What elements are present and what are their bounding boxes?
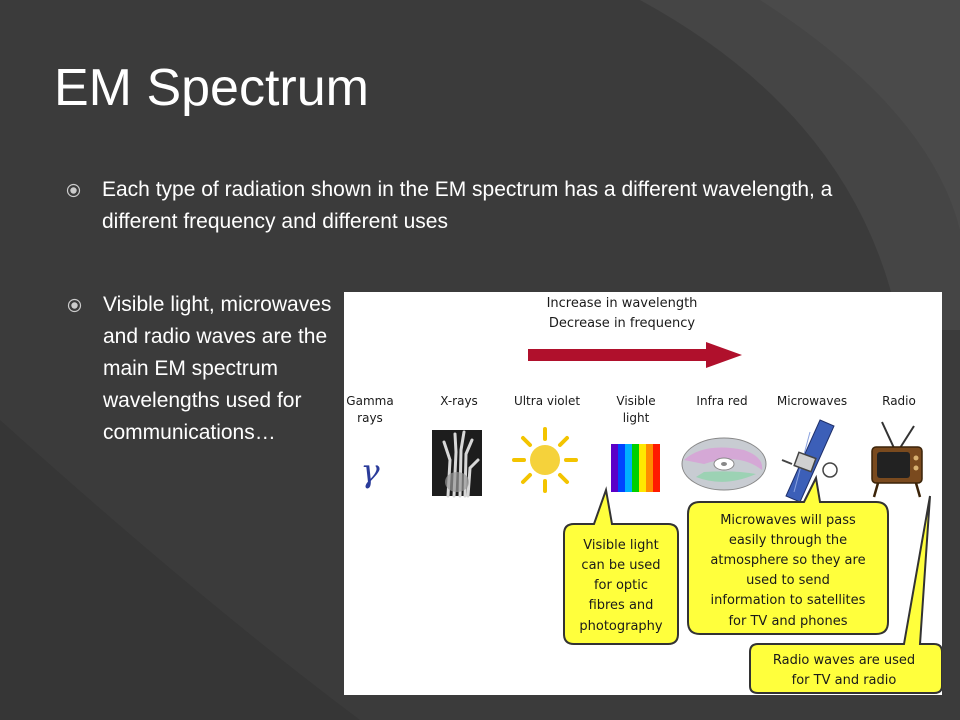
callout-text: atmosphere so they are [710, 553, 865, 568]
band-label-xray: X-rays [440, 394, 478, 408]
bullet-marker-icon [67, 298, 82, 313]
callout-text: easily through the [729, 533, 847, 548]
television-icon [871, 421, 923, 498]
bullet-item: Visible light, microwaves and radio wave… [67, 289, 333, 449]
callout-text: Visible light [583, 538, 658, 553]
bullet-marker-icon [66, 183, 81, 198]
callout-text: for optic [594, 578, 648, 593]
callout-text: for TV and radio [792, 673, 897, 688]
xray-hand-icon [432, 430, 482, 498]
bullet-text: Visible light, microwaves and radio wave… [103, 293, 332, 444]
bullet-item: Each type of radiation shown in the EM s… [66, 174, 842, 238]
wavelength-arrow-icon [528, 342, 742, 368]
callout-text: for TV and phones [728, 614, 847, 629]
figure-header-line: Decrease in frequency [549, 316, 696, 331]
slide-title: EM Spectrum [54, 59, 369, 117]
callout-text: fibres and [589, 598, 654, 613]
band-label-visible: Visible [616, 394, 655, 408]
callout-text: can be used [581, 558, 660, 573]
rainbow-spectrum-icon [611, 444, 660, 492]
callout-text: information to satellites [711, 593, 866, 608]
callout-microwaves: Microwaves will pass easily through the … [687, 474, 889, 635]
band-label-microwaves: Microwaves [777, 394, 847, 408]
bullet-text: Each type of radiation shown in the EM s… [102, 178, 833, 233]
callout-text: Microwaves will pass [720, 513, 856, 528]
band-label-ultraviolet: Ultra violet [514, 394, 580, 408]
band-label-gamma: Gamma [346, 394, 393, 408]
band-label-visible: light [623, 411, 650, 425]
band-label-radio: Radio [882, 394, 916, 408]
gamma-symbol-icon: γ [360, 452, 380, 490]
callout-visible-light: Visible light can be used for optic fibr… [563, 486, 679, 645]
callout-text: photography [579, 619, 663, 634]
cd-disc-icon [681, 437, 767, 491]
callout-text: used to send [746, 573, 830, 588]
em-spectrum-figure: Increase in wavelength Decrease in frequ… [344, 292, 942, 695]
satellite-icon [781, 419, 838, 503]
band-label-infrared: Infra red [696, 394, 747, 408]
band-label-gamma: rays [357, 411, 383, 425]
callout-text: Radio waves are used [773, 653, 915, 668]
callout-radio: Radio waves are used for TV and radio [749, 495, 942, 694]
sun-icon [512, 427, 578, 493]
em-spectrum-diagram: Increase in wavelength Decrease in frequ… [346, 296, 942, 694]
figure-header-line: Increase in wavelength [547, 296, 698, 311]
